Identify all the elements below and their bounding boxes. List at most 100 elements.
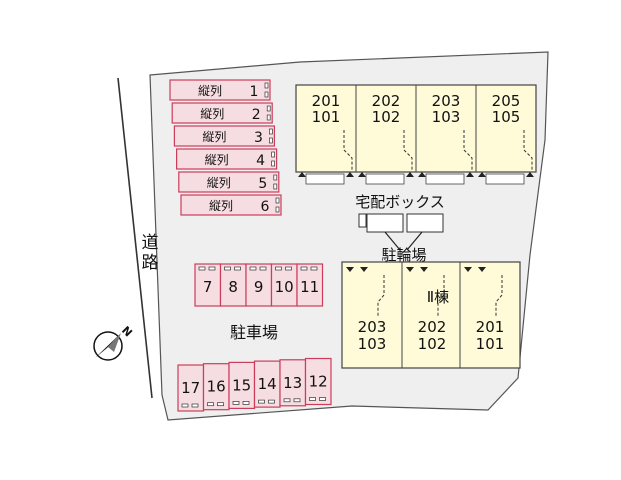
entrance-arrow (360, 267, 368, 272)
wheel-stopper (283, 398, 291, 403)
unit-lower-number: 101 (312, 108, 341, 126)
entrance-arrow (418, 172, 426, 177)
entrance-arrow (526, 172, 534, 177)
road-edge-line (117, 77, 153, 399)
entrance-path (463, 130, 473, 172)
entrance-arrow (478, 267, 486, 272)
parking-space-number: 1 (250, 84, 259, 100)
parking-space-middle: 11 (296, 263, 324, 307)
parking-space-number: 11 (300, 278, 319, 296)
unit-lower-number: 102 (372, 108, 401, 126)
parking-space-number: 7 (203, 278, 213, 296)
bicycle-parking-label: 駐輪場 (381, 246, 426, 264)
parking-space-box (270, 263, 298, 307)
parking-space-number: 4 (256, 153, 265, 169)
parking-space-middle: 9 (245, 263, 273, 307)
wheel-stopper (232, 401, 240, 405)
unit-upper-number: 201 (312, 92, 341, 110)
delivery-box-label: 宅配ボックス (355, 193, 445, 211)
parking-space-number: 15 (232, 376, 251, 394)
wheel-stopper (181, 403, 189, 408)
parking-space-type: 縦列 (205, 153, 229, 167)
wheel-stopper (217, 402, 224, 407)
parking-space-type: 縦列 (198, 84, 222, 98)
parking-space-box (194, 263, 222, 307)
delivery-box-left (366, 213, 404, 233)
porch (485, 173, 525, 185)
parking-space-bottom: 16 (202, 363, 230, 411)
unit-upper-number: 203 (432, 92, 461, 110)
parking-space-box (296, 263, 324, 307)
parking-space-box (228, 361, 256, 409)
parking-space-box (178, 171, 280, 193)
wheel-stopper (273, 174, 278, 181)
unit-upper-number: 203 (358, 318, 387, 336)
entrance-arrow (420, 267, 428, 272)
wheel-stopper (275, 266, 282, 271)
entrance-arrow (464, 267, 472, 272)
entrance-path (343, 130, 353, 172)
parking-space-bottom: 14 (253, 360, 281, 408)
wheel-stopper (273, 183, 278, 190)
entrance-arrow (406, 267, 414, 272)
parking-space-number: 8 (228, 278, 238, 296)
wheel-stopper (293, 398, 301, 403)
wheel-stopper (268, 399, 275, 404)
wheel-stopper (198, 266, 206, 271)
wheel-stopper (309, 397, 316, 401)
porch (305, 173, 345, 185)
parking-space-number: 6 (261, 199, 270, 215)
porch (425, 173, 465, 185)
parking-space-vertical: 縦列 6 (180, 194, 282, 216)
delivery-box-right (406, 213, 444, 233)
parking-space-bottom: 12 (304, 357, 332, 406)
entrance-arrow (346, 267, 354, 272)
parking-space-number: 5 (258, 176, 267, 192)
parking-space-vertical: 縦列 1 (169, 79, 271, 101)
compass-needle (95, 333, 121, 358)
parking-space-bottom: 15 (228, 361, 256, 409)
wheel-stopper (249, 266, 257, 271)
parking-space-number: 17 (181, 379, 200, 397)
parking-space-box (304, 357, 332, 406)
compass-needle-light (108, 333, 121, 352)
wheel-stopper (259, 266, 267, 271)
parking-label: 駐車場 (230, 323, 278, 342)
unit-lower-number: 102 (418, 335, 447, 353)
road-label-char-2: 路 (142, 253, 159, 273)
parking-space-type: 縦列 (207, 176, 231, 190)
wheel-stopper (264, 91, 269, 98)
parking-space-box (176, 148, 278, 170)
wheel-stopper (285, 266, 292, 271)
parking-space-box (169, 79, 271, 101)
entrance-arrow (358, 172, 366, 177)
parking-space-number: 9 (254, 278, 264, 296)
unit-upper-number: 202 (418, 318, 447, 336)
wheel-stopper (266, 105, 271, 112)
entrance-arrow (346, 172, 354, 177)
entrance-path (495, 275, 503, 316)
compass-letter: N (119, 324, 135, 340)
entrance-arrow (466, 172, 474, 177)
compass-icon: N (93, 324, 135, 361)
wheel-stopper (191, 403, 199, 408)
parking-space-number: 16 (207, 378, 226, 396)
unit-upper-number: 202 (372, 92, 401, 110)
parking-space-middle: 7 (194, 263, 222, 307)
unit-lower-number: 105 (492, 108, 521, 126)
parking-space-type: 縦列 (209, 199, 233, 213)
parking-space-box (219, 263, 247, 307)
parking-space-number: 13 (283, 374, 302, 392)
parking-space-box (171, 102, 273, 124)
parking-space-number: 12 (309, 373, 328, 391)
